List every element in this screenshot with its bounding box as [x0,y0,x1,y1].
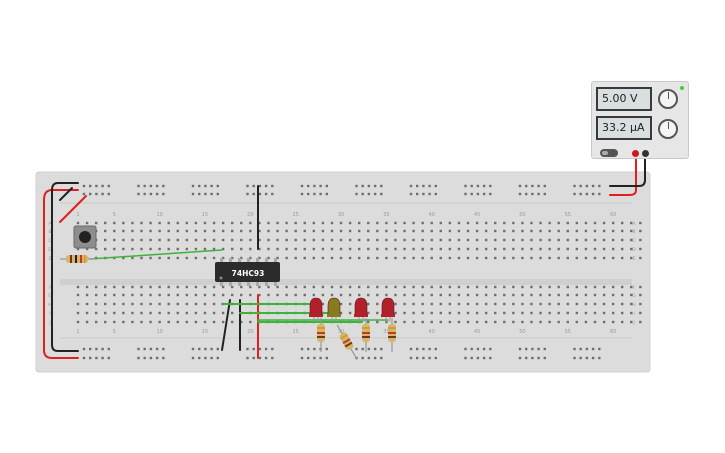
row-letter: J [48,320,50,326]
led-4[interactable] [381,297,395,322]
row-letter: G [48,293,52,299]
led-3[interactable] [354,297,368,322]
resistor-led-2 [336,324,358,360]
column-number: 40 [429,329,435,335]
power-indicator-led [680,86,684,90]
row-letter: I [49,311,50,317]
column-number: 5 [113,329,116,335]
voltage-knob[interactable] [658,89,678,109]
wire-left-black-loop [51,182,79,352]
column-number: 10 [156,329,162,335]
row-letter: I [633,311,634,317]
column-number: 20 [247,212,253,218]
wire-power-red [609,153,637,196]
led-resistors[interactable] [317,318,396,361]
power-switch[interactable] [600,149,618,157]
resistor-input[interactable] [60,255,96,263]
row-letter: H [48,302,51,308]
row-letter: A [48,221,52,227]
led-array[interactable] [309,297,395,322]
row-letter: B [632,229,635,235]
resistor-led-3 [362,318,370,352]
column-number: 1 [76,329,79,335]
column-number: 60 [610,212,616,218]
column-number: 55 [565,329,571,335]
column-number: 15 [202,329,208,335]
wire-chip-black-bottom-1 [221,299,231,351]
row-letter: G [632,293,636,299]
wire-button-red [59,195,87,223]
pushbutton[interactable] [73,225,97,249]
power-supply[interactable]: 5.00 V 33.2 µA [591,81,689,159]
row-letter: E [633,256,636,262]
breadboard[interactable] [35,171,651,373]
row-letter: J [632,320,634,326]
row-letter: D [632,247,636,253]
column-number: 30 [338,212,344,218]
column-number: 45 [474,212,480,218]
negative-terminal[interactable] [642,150,649,157]
positive-terminal[interactable] [632,150,639,157]
voltage-display: 5.00 V [596,87,652,111]
row-letter: F [49,285,52,291]
column-number: 35 [383,329,389,335]
row-letter: B [48,229,51,235]
breadboard-holes[interactable] [76,184,642,360]
chip-74hc93[interactable]: 74HC93 [215,258,280,286]
column-number: 25 [292,212,298,218]
column-number: 55 [565,212,571,218]
column-number: 50 [519,212,525,218]
column-number: 50 [519,329,525,335]
resistor-led-4 [388,318,396,352]
row-letter: D [48,247,52,253]
wire-input-green [89,249,223,260]
chip-label: 74HC93 [232,269,265,278]
column-number: 35 [383,212,389,218]
current-knob[interactable] [658,119,678,139]
wire-power-black [609,153,646,187]
row-letter: F [633,285,636,291]
wire-button-black [59,187,73,201]
row-letter: E [49,256,52,262]
wire-left-red-loop [43,189,79,359]
column-number: 15 [202,212,208,218]
column-number: 45 [474,329,480,335]
row-letter: H [632,302,635,308]
column-number: 25 [292,329,298,335]
row-letter: C [632,238,635,244]
column-number: 1 [76,212,79,218]
row-letter: C [48,238,51,244]
column-number: 10 [156,212,162,218]
column-number: 40 [429,212,435,218]
column-number: 60 [610,329,616,335]
led-1[interactable] [309,297,323,322]
resistor-led-1 [317,318,325,352]
current-display: 33.2 µA [596,116,652,140]
row-letter: A [632,221,636,227]
column-number-labels: 1155101015152020252530303535404045455050… [76,212,616,335]
column-number: 20 [247,329,253,335]
column-number: 5 [113,212,116,218]
led-2[interactable] [327,297,341,322]
